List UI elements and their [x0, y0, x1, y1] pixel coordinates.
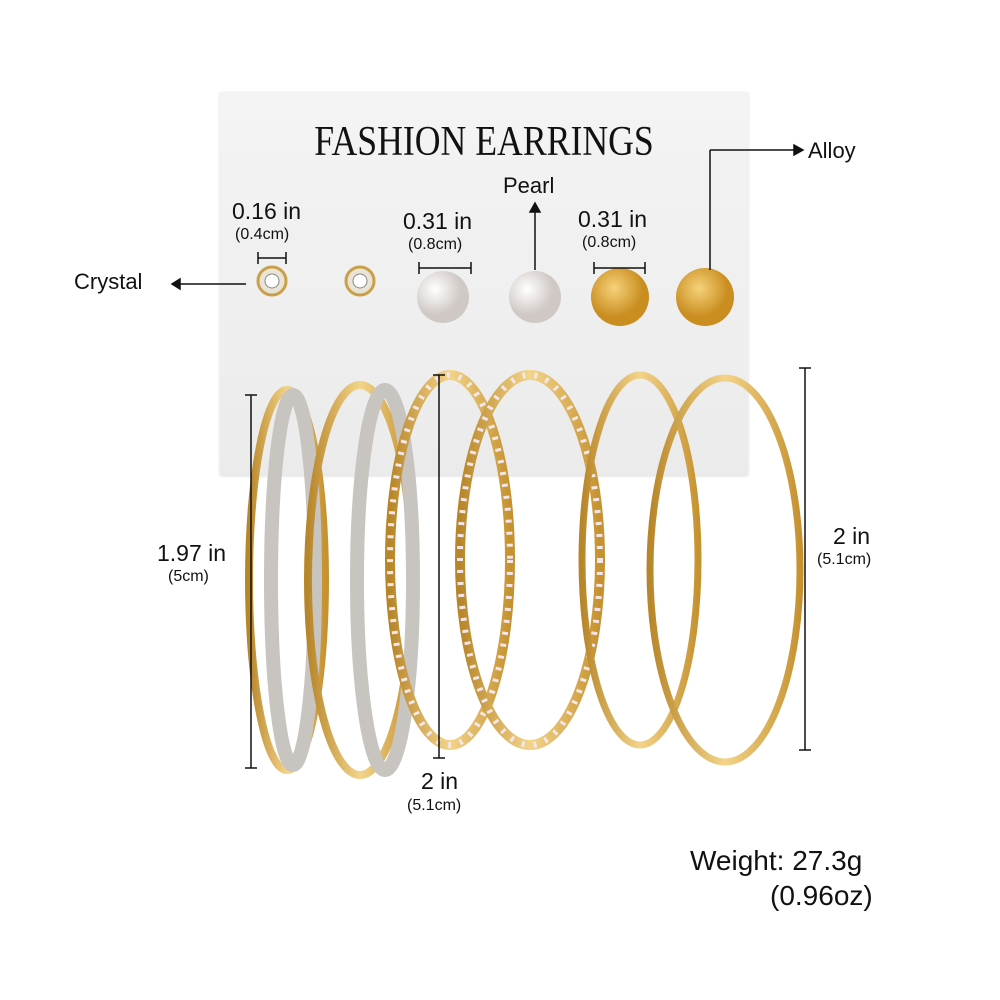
gold-hoop-right — [646, 374, 804, 766]
weight-grams: Weight: 27.3g — [690, 845, 863, 876]
pearl-twist-hoop-right — [455, 370, 605, 750]
hoop1-size-cm: (5cm) — [168, 568, 209, 585]
hoop3-size-in: 2 in — [833, 523, 871, 549]
hoop3-size-cm: (5.1cm) — [817, 551, 872, 568]
glitter-hoop-right — [304, 381, 420, 779]
pearl-stud-right — [509, 271, 561, 323]
crystal-stud-right — [344, 265, 376, 297]
crystal-size-cm: (0.4cm) — [235, 226, 290, 243]
card-title: FASHION EARRINGS — [314, 119, 654, 165]
alloy-label: Alloy — [808, 138, 856, 163]
glitter-hoop-left — [245, 386, 329, 774]
pearl-size-in: 0.31 in — [403, 208, 473, 234]
alloy-size-in: 0.31 in — [578, 206, 648, 232]
pearl-twist-hoop-left — [385, 370, 515, 750]
pearl-label: Pearl — [503, 173, 555, 198]
pearl-stud-left — [417, 271, 469, 323]
alloy-ball-right — [676, 268, 734, 326]
hoop2-size-in: 2 in — [421, 768, 459, 794]
crystal-size-in: 0.16 in — [232, 198, 302, 224]
hoop2-size-cm: (5.1cm) — [407, 797, 462, 814]
crystal-stud-left — [256, 265, 288, 297]
gold-hoop-left — [578, 371, 702, 749]
weight-ounces: (0.96oz) — [770, 880, 873, 911]
alloy-size-cm: (0.8cm) — [582, 234, 637, 251]
hoop1-size-in: 1.97 in — [157, 540, 227, 566]
pearl-size-cm: (0.8cm) — [408, 236, 463, 253]
alloy-ball-left — [591, 268, 649, 326]
crystal-label: Crystal — [74, 269, 143, 294]
